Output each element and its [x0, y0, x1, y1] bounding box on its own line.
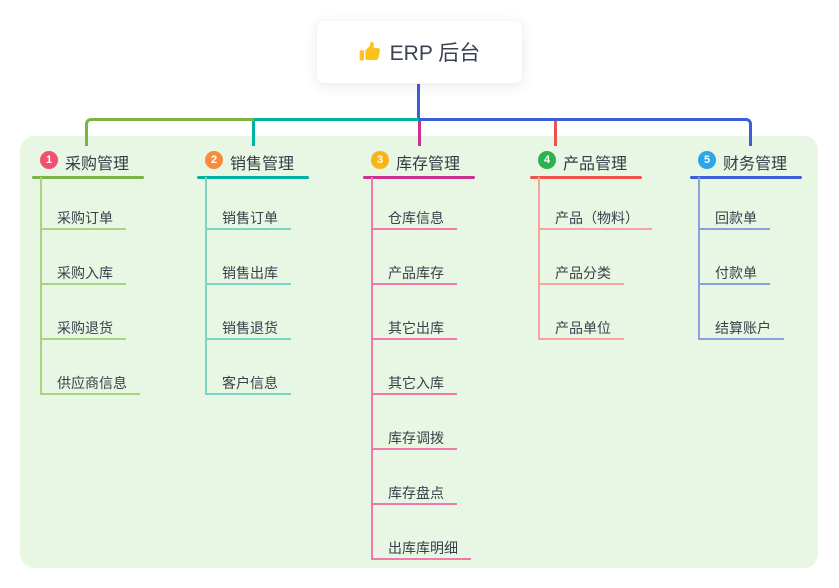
- child-node[interactable]: 销售退货: [222, 320, 278, 336]
- child-node[interactable]: 其它出库: [388, 320, 444, 336]
- child-node[interactable]: 产品（物料）: [555, 210, 639, 226]
- child-underline: [371, 558, 471, 560]
- child-underline: [371, 228, 457, 230]
- branch3-riser-line: [418, 120, 421, 146]
- branch-underline-2: [197, 176, 309, 179]
- child-underline: [205, 228, 291, 230]
- branch1-elbow-line: [85, 118, 254, 146]
- branch2-riser-line: [252, 120, 255, 146]
- branches-panel: [20, 136, 818, 568]
- branch5-elbow-line: [419, 118, 752, 146]
- child-underline: [205, 283, 291, 285]
- branch-node-3[interactable]: 库存管理: [396, 156, 461, 173]
- branch-tree-line-1: [40, 177, 42, 395]
- child-underline: [40, 228, 126, 230]
- child-node[interactable]: 采购订单: [57, 210, 113, 226]
- thumbs-up-icon: [359, 41, 381, 63]
- branch4-riser-line: [554, 120, 557, 146]
- child-underline: [371, 283, 457, 285]
- child-node[interactable]: 采购入库: [57, 265, 113, 281]
- child-underline: [371, 503, 457, 505]
- child-underline: [40, 283, 126, 285]
- child-node[interactable]: 供应商信息: [57, 375, 127, 391]
- branch-underline-5: [690, 176, 802, 179]
- branch-underline-1: [32, 176, 144, 179]
- child-node[interactable]: 回款单: [715, 210, 757, 226]
- branch-node-2[interactable]: 销售管理: [230, 156, 295, 173]
- child-node[interactable]: 库存调拨: [388, 430, 444, 446]
- branch-badge-2: 2: [205, 151, 223, 169]
- child-underline: [40, 338, 126, 340]
- branch2-trunk-line: [254, 118, 419, 121]
- child-node[interactable]: 结算账户: [715, 320, 771, 336]
- branch-badge-5: 5: [698, 151, 716, 169]
- branch-badge-3: 3: [371, 151, 389, 169]
- child-node[interactable]: 其它入库: [388, 375, 444, 391]
- branch-node-5[interactable]: 财务管理: [723, 156, 788, 173]
- child-underline: [205, 338, 291, 340]
- child-underline: [538, 338, 624, 340]
- root-label: ERP 后台: [389, 42, 481, 65]
- branch-badge-1: 1: [40, 151, 58, 169]
- child-node[interactable]: 库存盘点: [388, 485, 444, 501]
- child-node[interactable]: 付款单: [715, 265, 757, 281]
- child-node[interactable]: 销售出库: [222, 265, 278, 281]
- child-underline: [371, 393, 457, 395]
- child-node[interactable]: 产品分类: [555, 265, 611, 281]
- branch-tree-line-5: [698, 177, 700, 340]
- branch-tree-line-3: [371, 177, 373, 560]
- child-underline: [40, 393, 140, 395]
- child-underline: [538, 228, 652, 230]
- child-node[interactable]: 仓库信息: [388, 210, 444, 226]
- child-node[interactable]: 产品单位: [555, 320, 611, 336]
- branch-badge-4: 4: [538, 151, 556, 169]
- branch-tree-line-2: [205, 177, 207, 395]
- branch-node-4[interactable]: 产品管理: [563, 156, 628, 173]
- child-node[interactable]: 客户信息: [222, 375, 278, 391]
- child-underline: [698, 228, 770, 230]
- child-underline: [371, 448, 457, 450]
- child-node[interactable]: 销售订单: [222, 210, 278, 226]
- branch-underline-4: [530, 176, 642, 179]
- branch-tree-line-4: [538, 177, 540, 340]
- child-underline: [538, 283, 624, 285]
- child-node[interactable]: 产品库存: [388, 265, 444, 281]
- branch-node-1[interactable]: 采购管理: [65, 156, 130, 173]
- child-node[interactable]: 采购退货: [57, 320, 113, 336]
- child-underline: [698, 283, 770, 285]
- branch-underline-3: [363, 176, 475, 179]
- child-node[interactable]: 出库库明细: [388, 540, 458, 556]
- root-node[interactable]: ERP 后台: [316, 20, 523, 84]
- child-underline: [371, 338, 457, 340]
- child-underline: [205, 393, 291, 395]
- child-underline: [698, 338, 784, 340]
- root-connector-line: [417, 84, 420, 118]
